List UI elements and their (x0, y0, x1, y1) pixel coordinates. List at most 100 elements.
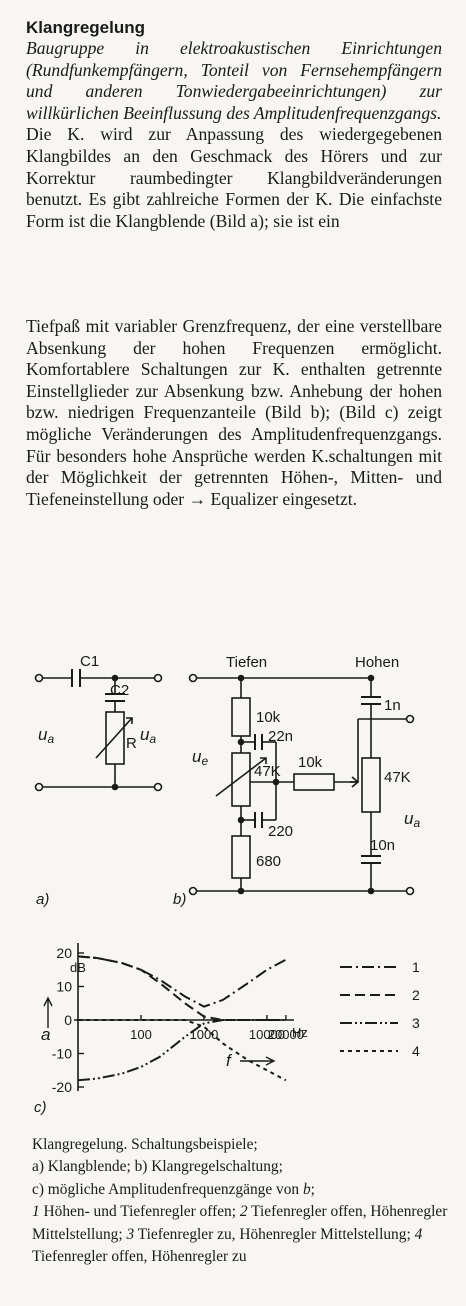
entry-definition: Baugruppe in elektroakustischen Einricht… (26, 38, 442, 123)
variable-arrow (95, 717, 133, 759)
label-u-a-main: u (404, 809, 414, 828)
junction-dot (237, 674, 245, 682)
entry-text-bottom: Tiefpaß mit variabler Grenzfrequenz, der… (26, 316, 442, 510)
terminal-out-bottom (405, 886, 415, 896)
resistor-10k-top (231, 697, 251, 737)
resistor-10k-mid (293, 773, 335, 791)
potentiometer-47k-left (231, 752, 251, 807)
junction-dot (367, 887, 375, 895)
potentiometer-47k-right (361, 757, 381, 813)
terminal-out-top (405, 714, 415, 724)
label-tiefen: Tiefen (226, 654, 267, 671)
caption-line-1: Klangregelung. Schaltungsbeispiele; (32, 1136, 258, 1153)
label-u-out: ua (140, 725, 156, 746)
x-tick-label: 10000 (249, 1027, 285, 1042)
figure: C1 C2 R ua ua a) (34, 653, 420, 1116)
y-tick-label: 20 (56, 945, 72, 961)
label-u-a: ua (404, 809, 420, 830)
legend-label-3: 3 (412, 1015, 420, 1031)
label-u-e-main: u (192, 747, 202, 766)
label-r-10k-top: 10k (256, 709, 281, 726)
caption-line-3-post: ; (310, 1180, 315, 1198)
terminal-in-bottom (34, 782, 44, 792)
circuit-b (188, 673, 415, 896)
legend-label-4: 4 (412, 1043, 420, 1059)
caption-legend: 1 Höhen- und Tiefenregler offen; 2 Tiefe… (32, 1201, 452, 1268)
series-3-line (77, 1019, 286, 1082)
label-c-22n: 22n (268, 728, 293, 745)
series-4-line (78, 1019, 287, 1082)
label-c2: C2 (110, 682, 129, 699)
caption-n4: 4 (414, 1225, 423, 1243)
terminal-in-bottom (188, 886, 198, 896)
y-axis-label: a (41, 1025, 50, 1044)
x-axis-label: f (226, 1051, 233, 1070)
label-u-e-sub: e (201, 754, 208, 768)
y-tick-label: 0 (64, 1012, 72, 1028)
y-unit-label: dB (70, 960, 86, 975)
label-c-1n: 1n (384, 697, 401, 714)
junction-dot (367, 674, 375, 682)
label-u-in-sub: a (47, 732, 54, 746)
label-u-e: ue (192, 747, 208, 768)
label-c-10n: 10n (370, 837, 395, 854)
series-1-line (77, 955, 287, 1008)
terminal-out-top (153, 673, 163, 683)
caption-line-2: a) Klangblende; b) Klangregelschaltung; (32, 1158, 283, 1176)
variable-arrow-head (126, 717, 133, 724)
label-u-a-sub: a (413, 816, 420, 830)
label-r: R (126, 735, 137, 752)
label-pot-47k-right: 47K (384, 769, 411, 786)
junction-dot (237, 738, 245, 746)
x-unit-label: Hz (292, 1025, 308, 1040)
y-tick-label: -10 (52, 1046, 72, 1062)
caption-line-3: c) mögliche Amplitudenfrequenzgänge von … (32, 1179, 452, 1201)
caption-n1: 1 (32, 1203, 40, 1221)
label-c1: C1 (80, 653, 99, 670)
caption-t2: Tiefenregler offen, Höhenregler Mittelst… (32, 1203, 448, 1243)
label-u-in-main: u (38, 725, 48, 744)
legend-label-1: 1 (412, 959, 420, 975)
terminal-in-top (188, 673, 198, 683)
label-hohen: Hohen (355, 654, 399, 671)
caption-t4: Tiefenregler offen, Höhenregler zu (32, 1248, 247, 1266)
caption-t1: Höhen- und Tiefenregler offen; (39, 1203, 240, 1221)
pot-wiper-arrow (215, 757, 267, 797)
terminal-out-bottom (153, 782, 163, 792)
junction-dot (237, 816, 245, 824)
x-tick-label: 1000 (189, 1027, 218, 1042)
legend-label-2: 2 (412, 987, 420, 1003)
entry-body-part1: Die K. wird zur Anpassung des wiedergege… (26, 124, 442, 231)
label-u-out-main: u (140, 725, 150, 744)
label-r-680: 680 (256, 853, 281, 870)
panel-label-c: c) (34, 1099, 47, 1116)
junction-dot (272, 778, 280, 786)
entry-body-part2: Tiefpaß mit variabler Grenzfrequenz, der… (26, 316, 442, 509)
entry-term: Klangregelung (26, 18, 146, 37)
y-axis-arrow-head (43, 996, 53, 1007)
pot-wiper-arrow-head (260, 757, 267, 764)
x-tick-label: 20000 (268, 1027, 304, 1042)
y-tick-label: 10 (56, 979, 72, 995)
resistor-680 (231, 835, 251, 879)
y-tick-label: -20 (52, 1079, 72, 1095)
figure-caption: Klangregelung. Schaltungsbeispiele; a) K… (32, 1134, 452, 1268)
junction-dot (111, 674, 119, 682)
entry-text-top: Baugruppe in elektroakustischen Einricht… (26, 38, 442, 232)
label-pot-47k-left: 47K (254, 763, 281, 780)
label-r-10k-mid: 10k (298, 754, 323, 771)
circuit-a (34, 669, 163, 792)
caption-t3: Tiefenregler zu, Höhenregler Mittelstell… (134, 1225, 415, 1243)
caption-n2: 2 (239, 1203, 248, 1221)
junction-dot (111, 783, 119, 791)
series-2-line (77, 955, 286, 1021)
label-u-out-sub: a (149, 732, 156, 746)
caption-line-3-pre: c) mögliche Amplitudenfrequenzgänge von (32, 1180, 303, 1198)
caption-line-3-b: b (302, 1180, 311, 1198)
label-u-in: ua (38, 725, 54, 746)
x-axis-arrow-head (265, 1056, 276, 1066)
panel-label-b: b) (173, 891, 186, 908)
label-c-220: 220 (268, 823, 293, 840)
panel-label-a: a) (36, 891, 49, 908)
